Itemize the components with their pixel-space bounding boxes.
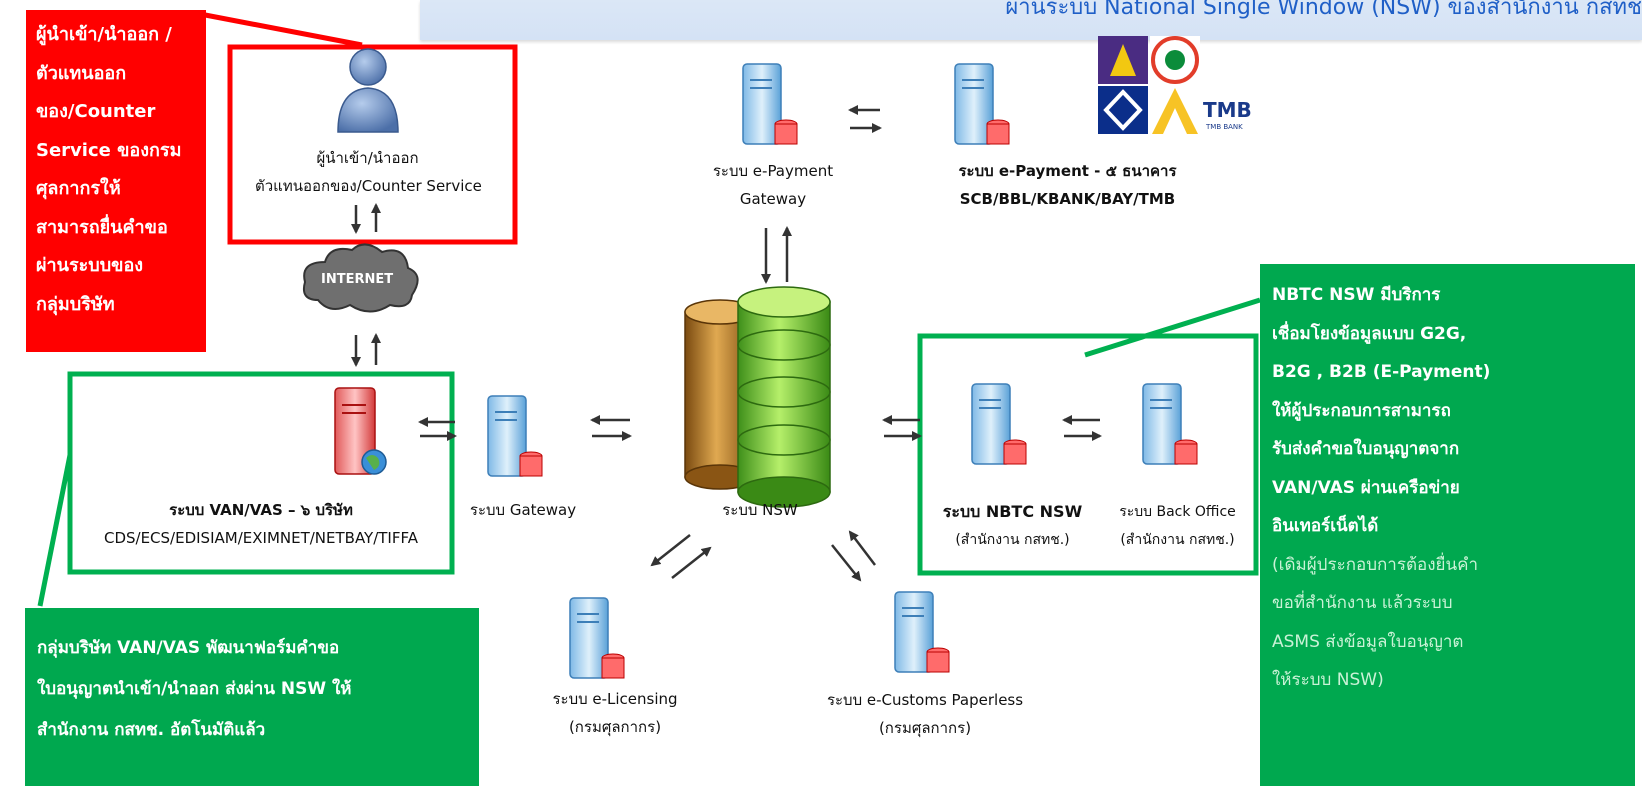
red-note-line: สามารถยื่นคำขอ	[36, 216, 168, 238]
elicensing-label-line1: ระบบ e-Licensing	[552, 690, 678, 708]
arrow-internet-van	[351, 333, 381, 367]
r-note-line: เชื่อมโยงข้อมูลแบบ G2G,	[1272, 323, 1467, 344]
page-title: ผ่านระบบ National Single Window (NSW) ขอ…	[1005, 0, 1642, 20]
arrow-nsw-elicensing	[650, 534, 712, 579]
epay-gateway-label-line1: ระบบ e-Payment	[712, 162, 834, 180]
server-icon-gateway	[487, 395, 543, 477]
arrow-nbtc-backoffice	[1062, 415, 1102, 441]
tmb-logo-sub: TMB BANK	[1206, 123, 1243, 131]
server-icon-van	[334, 387, 387, 475]
epay-gateway-label-line2: Gateway	[739, 190, 807, 208]
nsw-label: ระบบ NSW	[722, 501, 798, 519]
red-note-line: ตัวแทนออก	[36, 62, 127, 84]
arrow-gateway-nsw	[590, 415, 632, 441]
epay-gateway-label: ระบบ e-Payment Gateway	[698, 157, 848, 213]
epay-banks-label-line1: ระบบ e-Payment - ๕ ธนาคาร	[958, 162, 1177, 180]
internet-cloud-icon	[302, 243, 419, 313]
nbtc-label-line2: (สำนักงาน กสทช.)	[955, 532, 1070, 548]
bl-note-line: สำนักงาน กสทช. อัตโนมัติแล้ว	[37, 720, 266, 740]
arrow-nsw-ecustoms	[831, 530, 876, 582]
server-icon-epay-gateway	[742, 63, 798, 145]
ecustoms-label: ระบบ e-Customs Paperless (กรมศุลกากร)	[810, 686, 1040, 742]
bbl-logo	[1098, 86, 1148, 134]
kbank-logo	[1150, 36, 1200, 84]
server-icon-elicensing	[569, 597, 625, 679]
green-callout-line-right	[1084, 297, 1261, 358]
bay-logo	[1152, 88, 1198, 134]
epay-banks-label-line2: SCB/BBL/KBANK/BAY/TMB	[959, 190, 1176, 208]
nbtc-box	[917, 333, 1259, 576]
bl-note-line: ใบอนุญาตนำเข้า/นำออก ส่งผ่าน NSW ให้	[37, 679, 352, 699]
scb-logo	[1098, 36, 1148, 84]
internet-label: INTERNET	[321, 272, 394, 287]
server-icon-ecustoms	[894, 591, 950, 673]
nsw-database-icon	[684, 286, 831, 508]
elicensing-label-line2: (กรมศุลกากร)	[568, 718, 662, 736]
arrow-importer-internet	[351, 203, 381, 234]
nbtc-label: ระบบ NBTC NSW (สำนักงาน กสทช.)	[925, 498, 1100, 554]
gateway-label: ระบบ Gateway	[469, 501, 577, 519]
nbtc-callout-note: NBTC NSW มีบริการ เชื่อมโยงข้อมูลแบบ G2G…	[1260, 264, 1635, 786]
ecustoms-label-line1: ระบบ e-Customs Paperless	[826, 691, 1024, 709]
r-note-line: อินเทอร์เน็ตได้	[1272, 516, 1379, 536]
bl-note-line: กลุ่มบริษัท VAN/VAS พัฒนาฟอร์มคำขอ	[37, 638, 340, 658]
r-note-light-line: (เดิมผู้ประกอบการต้องยื่นคำ	[1272, 554, 1479, 575]
van-label: ระบบ VAN/VAS – ๖ บริษัท CDS/ECS/EDISIAM/…	[80, 496, 442, 552]
van-callout-note: กลุ่มบริษัท VAN/VAS พัฒนาฟอร์มคำขอ ใบอนุ…	[25, 608, 479, 786]
server-icon-backoffice	[1142, 383, 1198, 465]
backoffice-label: ระบบ Back Office (สำนักงาน กสทช.)	[1100, 498, 1255, 554]
importer-callout-note: ผู้นำเข้า/นำออก / ตัวแทนออก ของ/Counter …	[26, 10, 206, 352]
r-note-line: รับส่งคำขอใบอนุญาตจาก	[1272, 439, 1460, 459]
van-box	[67, 371, 455, 575]
arrow-nsw-nbtc	[882, 415, 922, 441]
green-callout-line-left	[37, 454, 73, 607]
tmb-logo-text: TMB	[1203, 98, 1252, 122]
arrow-van-gateway	[418, 417, 457, 441]
red-note-line: ของ/Counter	[36, 101, 156, 122]
r-note-light-line: ให้ระบบ NSW)	[1272, 670, 1384, 690]
backoffice-label-line1: ระบบ Back Office	[1119, 504, 1236, 520]
backoffice-label-line2: (สำนักงาน กสทช.)	[1120, 532, 1235, 548]
arrow-epay-banks	[848, 105, 882, 133]
r-note-line: NBTC NSW มีบริการ	[1272, 285, 1441, 305]
person-icon	[337, 48, 399, 133]
red-note-line: ผู้นำเข้า/นำออก /	[36, 24, 172, 45]
red-note-line: Service ของกรม	[36, 139, 182, 161]
van-label-line1: ระบบ VAN/VAS – ๖ บริษัท	[169, 501, 353, 519]
r-note-light-line: ขอที่สำนักงาน แล้วระบบ	[1272, 593, 1453, 613]
r-note-line: ให้ผู้ประกอบการสามารถ	[1272, 400, 1451, 421]
red-note-line: ผ่านระบบของ	[36, 255, 144, 276]
importer-label-line1: ผู้นำเข้า/นำออก	[316, 149, 419, 167]
r-note-light-line: ASMS ส่งข้อมูลใบอนุญาต	[1272, 631, 1464, 652]
epay-banks-label: ระบบ e-Payment - ๕ ธนาคาร SCB/BBL/KBANK/…	[925, 157, 1210, 213]
bank-logos	[1098, 36, 1200, 134]
red-note-line: ศุลกากรให้	[36, 178, 121, 199]
van-label-line2: CDS/ECS/EDISIAM/EXIMNET/NETBAY/TIFFA	[103, 529, 418, 547]
server-icon-epay-banks	[954, 63, 1010, 145]
arrow-epay-nsw	[761, 226, 792, 284]
importer-label: ผู้นำเข้า/นำออก ตัวแทนออกของ/Counter Ser…	[255, 144, 482, 200]
importer-label-line2: ตัวแทนออกของ/Counter Service	[255, 177, 482, 195]
server-icon-nbtc	[971, 383, 1027, 465]
importer-box	[227, 44, 518, 245]
header-band: ผ่านระบบ National Single Window (NSW) ขอ…	[420, 0, 1642, 40]
nbtc-label-line1: ระบบ NBTC NSW	[942, 502, 1083, 521]
red-callout-line	[199, 11, 363, 48]
ecustoms-label-line2: (กรมศุลกากร)	[878, 719, 972, 737]
red-note-line: กลุ่มบริษัท	[36, 293, 115, 315]
r-note-line: B2G , B2B (E-Payment)	[1272, 362, 1491, 382]
elicensing-label: ระบบ e-Licensing (กรมศุลกากร)	[520, 685, 710, 741]
r-note-line: VAN/VAS ผ่านเครือข่าย	[1272, 477, 1460, 498]
